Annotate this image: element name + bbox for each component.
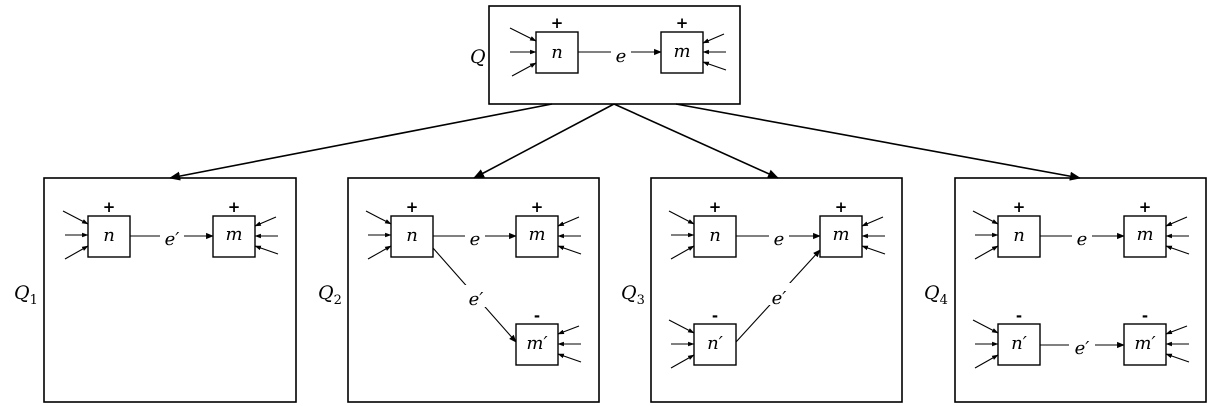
q4-node-m-sign: + [1139,198,1152,216]
q1-node-n [87,215,131,258]
q2-node-n-label: n [406,225,418,246]
q2-edge-eprime-label: e′ [469,289,484,310]
q4-node-mprime-sign: - [1142,307,1148,325]
root-node-m-sign: + [676,14,689,32]
q2-edge-e-label: e [470,229,481,250]
q4-node-m-label: m [1136,224,1153,245]
q2-node-mprime-sign: - [534,307,540,325]
q2-node-n [390,215,434,258]
q4-node-mprime [1123,323,1167,366]
q2-n-incoming-arrows [365,210,392,260]
q1-panel: Q1 n + e′ m + [14,177,297,403]
q2-frame [347,177,600,403]
q1-n-incoming-arrows [62,210,89,260]
q1-frame [43,177,297,403]
q4-node-mprime-label: m′ [1134,333,1155,354]
q3-label: Q3 [621,282,645,308]
q1-node-n-sign: + [103,198,116,216]
root-panel: Q n + e m + [470,5,741,105]
q3-n-incoming-arrows [668,210,695,260]
q3-node-n-label: n [709,225,721,246]
q3-edge-eprime-label: e′ [772,288,787,309]
q2-node-mprime-label: m′ [526,333,547,354]
q1-edge-eprime-label: e′ [165,229,180,250]
decomposition-arrows [168,103,1082,181]
q2-m-incoming-arrows [557,216,582,255]
q3-node-nprime-sign: - [712,307,718,325]
q4-node-n [997,215,1041,258]
root-node-n [535,31,579,74]
root-edge-e-label: e [616,46,627,67]
q3-node-m-sign: + [835,198,848,216]
q3-node-nprime [693,323,737,366]
q4-edge-e-label: e [1077,229,1088,250]
q4-node-n-sign: + [1013,198,1026,216]
q4-label: Q4 [924,282,948,308]
q2-node-m-sign: + [531,198,544,216]
q3-nprime-incoming-arrows [668,319,695,369]
q4-node-m [1123,215,1167,258]
q1-node-m-sign: + [228,198,241,216]
arrow-to-q2 [473,103,615,179]
root-node-n-sign: + [551,14,564,32]
q4-mprime-incoming-arrows [1165,325,1190,363]
q2-label: Q2 [318,282,342,308]
q4-frame [954,177,1207,403]
arrow-to-q1 [168,103,553,181]
q3-node-n [693,215,737,258]
q2-node-m-label: m [528,224,545,245]
q4-node-nprime [997,323,1041,366]
q4-m-incoming-arrows [1165,216,1190,255]
q3-node-nprime-label: n′ [707,333,723,354]
q4-n-incoming-arrows [972,210,999,260]
q1-node-m-label: m [225,224,242,245]
q3-node-m-label: m [832,224,849,245]
q3-edge-e-label: e [774,229,785,250]
q4-nprime-incoming-arrows [972,319,999,369]
q3-m-incoming-arrows [861,216,886,255]
q2-mprime-incoming-arrows [557,325,582,363]
root-m-incoming-arrows [702,33,727,71]
arrow-to-q3 [613,103,780,179]
q4-panel: Q4 n + e m + n′ - e′ m′ [924,177,1207,403]
root-node-m-label: m [673,41,690,62]
arrow-to-q4 [675,103,1082,181]
q4-node-nprime-sign: - [1016,307,1022,325]
q3-node-n-sign: + [709,198,722,216]
q1-label: Q1 [14,282,38,308]
q2-node-mprime [515,323,559,366]
q2-panel: Q2 n + e m + e′ m′ - [318,177,600,403]
q1-m-incoming-arrows [254,216,279,255]
q4-node-n-label: n [1013,225,1025,246]
q1-node-n-label: n [103,225,115,246]
q3-frame [650,177,903,403]
root-n-incoming-arrows [509,27,537,77]
q4-edge-eprime-label: e′ [1075,338,1090,359]
root-node-n-label: n [551,42,563,63]
q2-node-n-sign: + [406,198,419,216]
q1-node-m [212,215,256,258]
q4-node-nprime-label: n′ [1011,333,1027,354]
root-label: Q [470,46,486,68]
q3-panel: Q3 n + e m + e′ n′ - [621,177,903,403]
